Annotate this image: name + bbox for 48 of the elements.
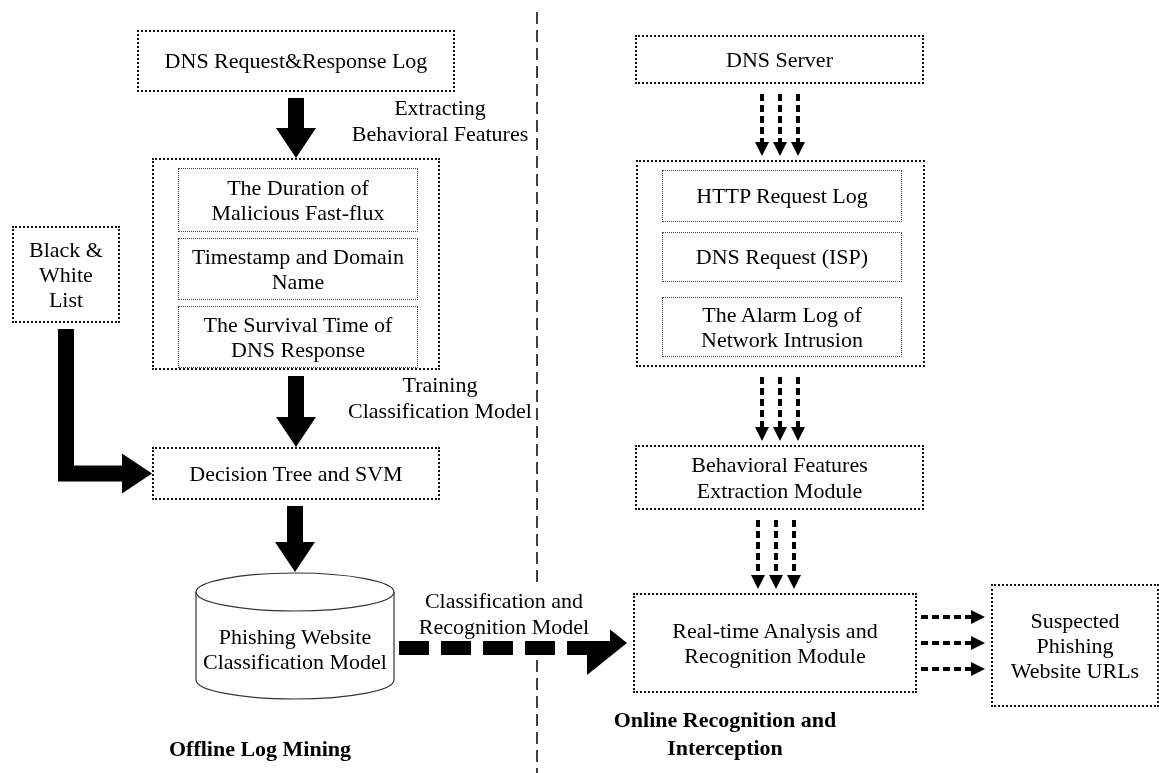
node-text: Behavioral Features Extraction Module bbox=[690, 452, 869, 503]
node-text: The Alarm Log of Network Intrusion bbox=[700, 301, 864, 353]
arrow bbox=[791, 94, 805, 156]
node-text: Real-time Analysis and Recognition Module bbox=[671, 617, 879, 669]
group-box bbox=[152, 158, 440, 370]
process-box bbox=[662, 232, 902, 282]
node-text: Phishing Website Classification Model bbox=[202, 623, 388, 675]
process-box bbox=[633, 593, 917, 693]
arrow bbox=[755, 377, 769, 441]
node-text: Decision Tree and SVM bbox=[188, 460, 404, 487]
process-box bbox=[635, 35, 924, 84]
process-box bbox=[178, 168, 418, 232]
arrow bbox=[275, 506, 315, 572]
arrow bbox=[921, 662, 985, 676]
arrow bbox=[773, 377, 787, 441]
section-label: Online Recognition and Interception bbox=[612, 706, 838, 761]
process-box bbox=[662, 170, 902, 222]
arrow bbox=[276, 98, 316, 158]
arrow bbox=[755, 94, 769, 156]
node-text: DNS Request (ISP) bbox=[694, 244, 870, 270]
arrow bbox=[787, 520, 801, 589]
node-text: HTTP Request Log bbox=[695, 183, 869, 209]
arrow bbox=[769, 520, 783, 589]
arrow bbox=[921, 610, 985, 624]
section-label: Offline Log Mining bbox=[167, 735, 353, 763]
process-box bbox=[178, 306, 418, 368]
node-text: DNS Server bbox=[725, 46, 834, 73]
node-text: Black & White List bbox=[28, 236, 104, 313]
node-text: Suspected Phishing Website URLs bbox=[1009, 607, 1141, 684]
edge-label: Classification and Recognition Model bbox=[398, 588, 610, 641]
process-box bbox=[152, 447, 440, 500]
group-box bbox=[636, 160, 925, 367]
node-text: The Survival Time of DNS Response bbox=[202, 311, 394, 363]
process-box bbox=[137, 30, 455, 92]
node-text: DNS Request&Response Log bbox=[163, 48, 429, 74]
process-box bbox=[12, 226, 120, 323]
arrow bbox=[751, 520, 765, 589]
node-text: The Duration of Malicious Fast-flux bbox=[210, 174, 386, 226]
node-text: Timestamp and Domain Name bbox=[191, 243, 405, 295]
arrow bbox=[773, 94, 787, 156]
arrow bbox=[276, 376, 316, 447]
process-box bbox=[991, 584, 1159, 707]
arrow bbox=[921, 636, 985, 650]
arrow bbox=[58, 329, 152, 494]
process-box bbox=[635, 445, 924, 510]
process-box bbox=[662, 297, 902, 357]
process-box bbox=[178, 238, 418, 300]
arrow bbox=[791, 377, 805, 441]
